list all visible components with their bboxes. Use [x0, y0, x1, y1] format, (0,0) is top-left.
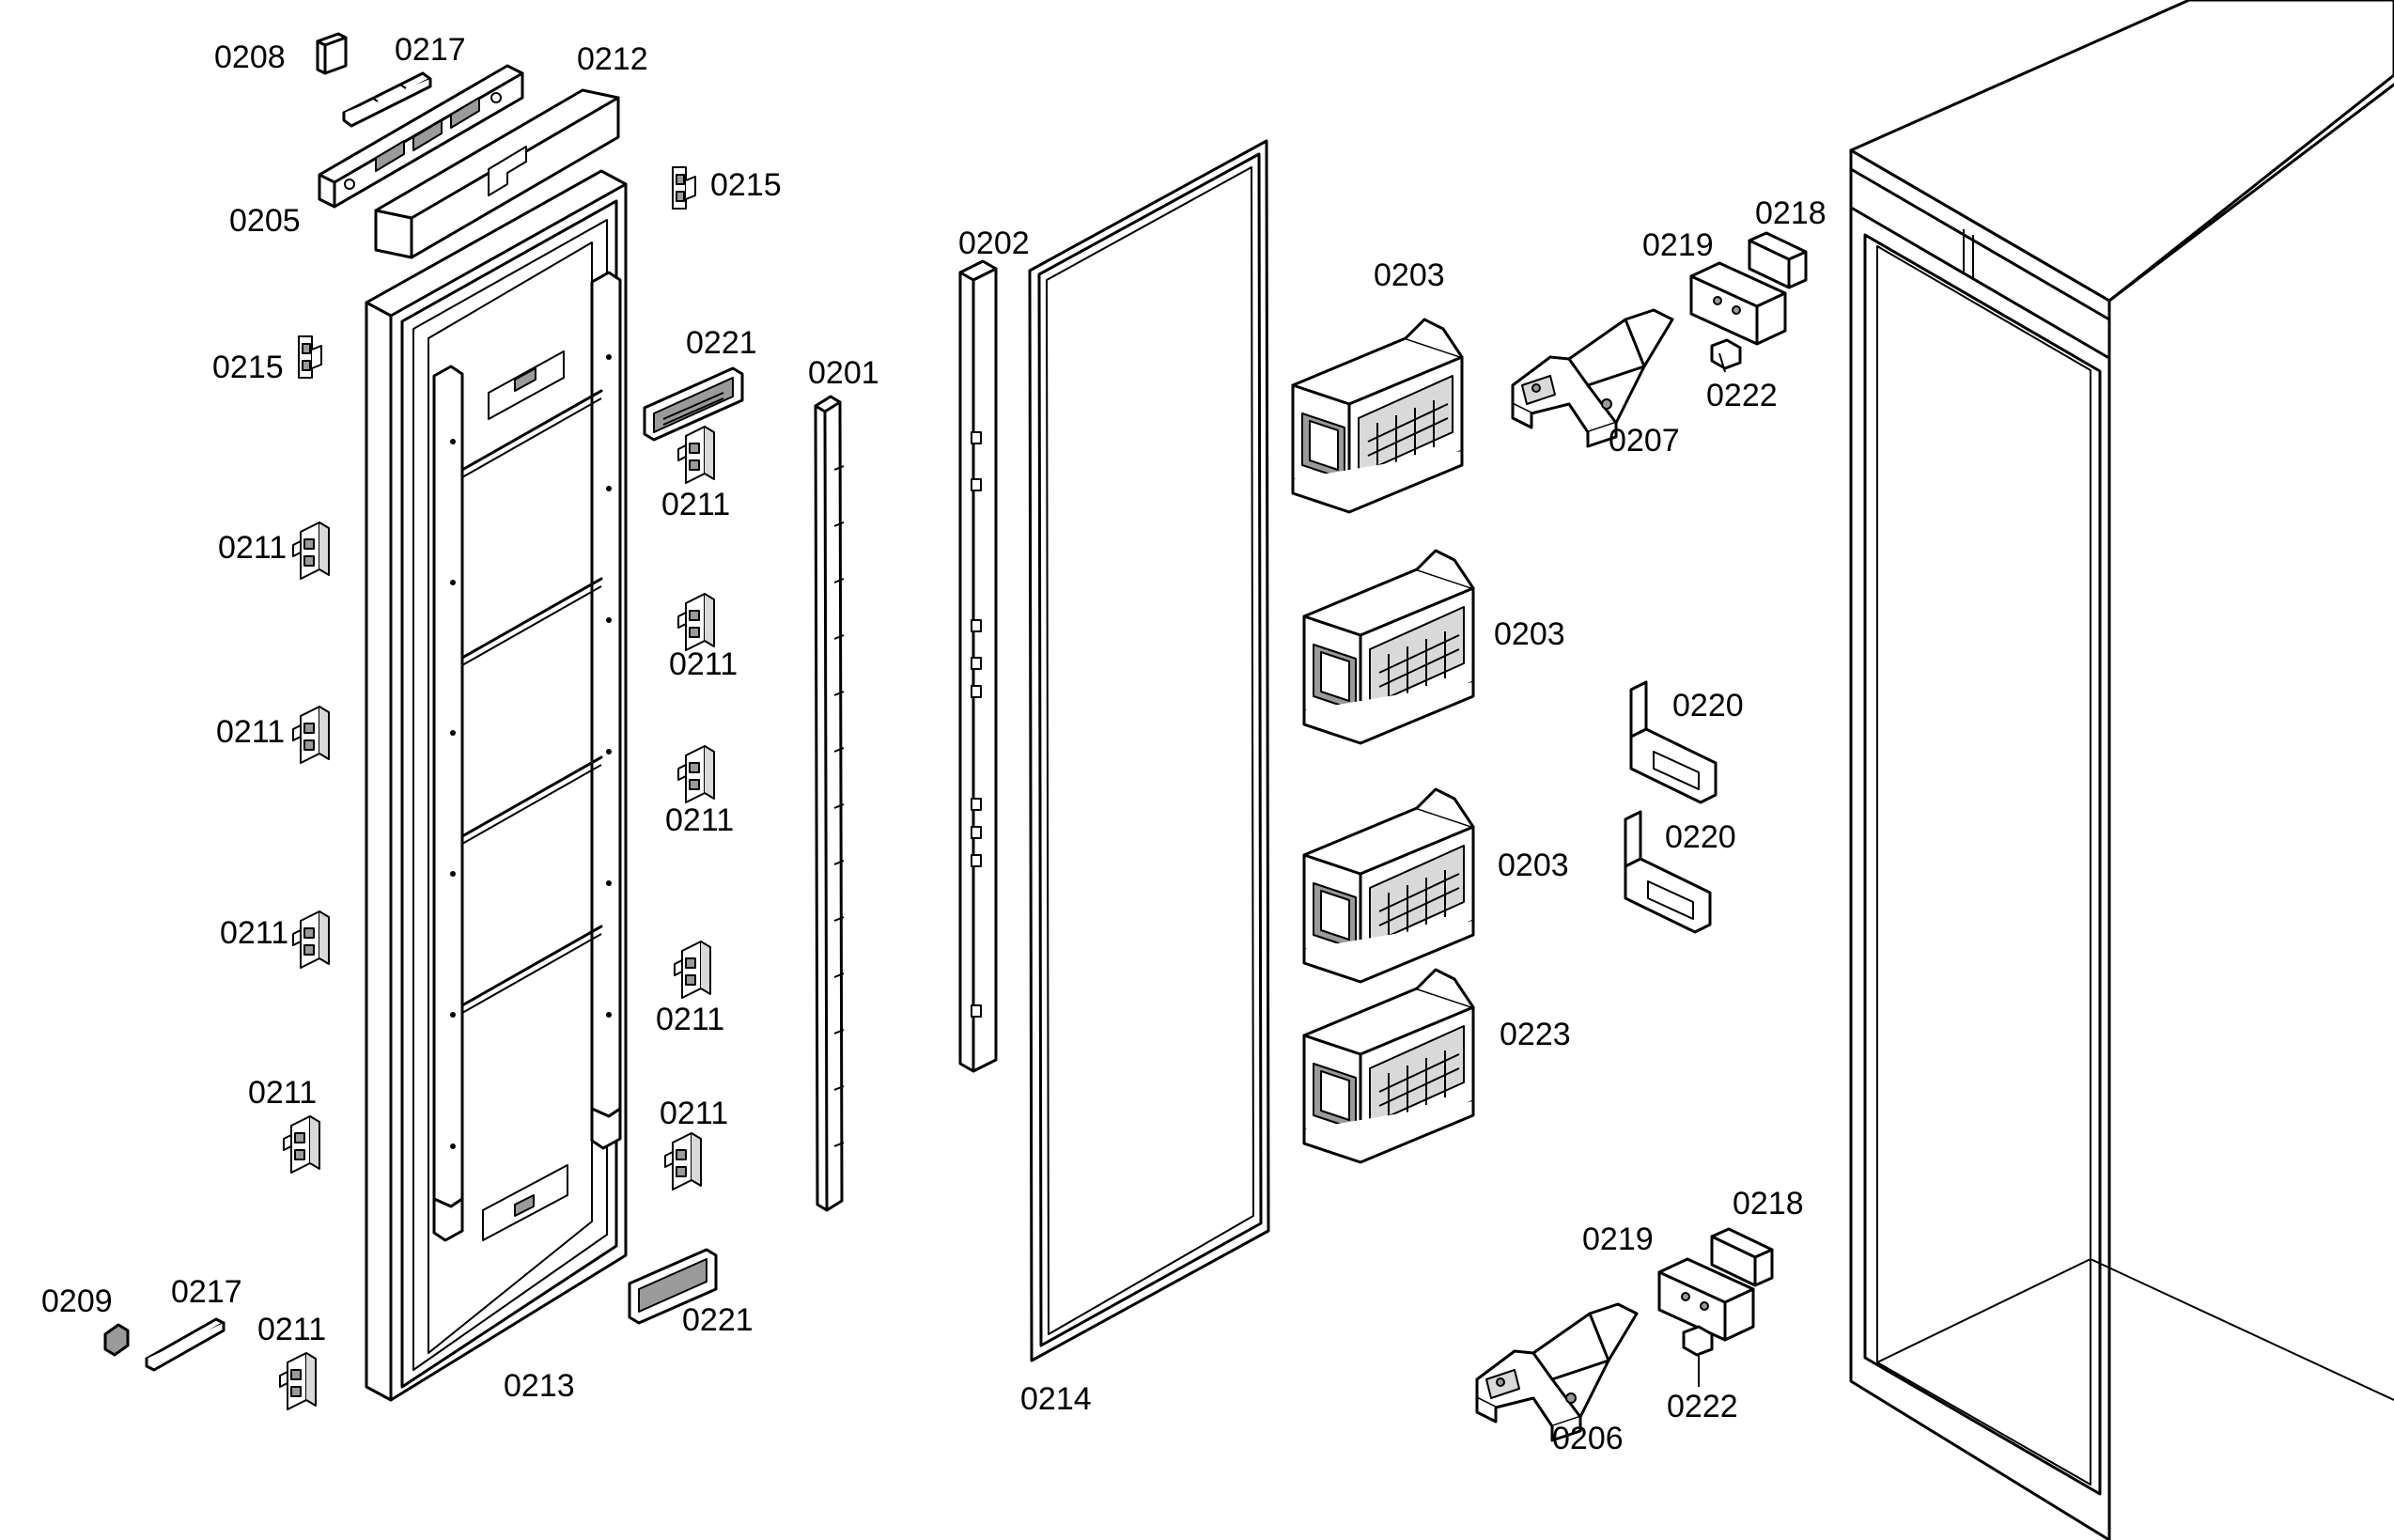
label-0220-1: 0220 [1672, 688, 1744, 723]
label-0222-top: 0222 [1706, 378, 1778, 413]
label-0211-r3: 0211 [665, 802, 734, 838]
part-0211-r5 [664, 1132, 702, 1190]
part-0217-top [342, 71, 432, 128]
label-0211-l2: 0211 [216, 714, 285, 750]
label-0214: 0214 [1020, 1381, 1092, 1417]
part-0203-basket-1 [1291, 318, 1464, 514]
label-0221-bottom: 0221 [682, 1302, 754, 1338]
label-0206: 0206 [1552, 1421, 1624, 1456]
part-0217-bottom [145, 1317, 225, 1372]
label-0211-l4: 0211 [248, 1075, 317, 1111]
part-0211-l5 [279, 1352, 317, 1410]
label-0218-top: 0218 [1755, 195, 1827, 231]
part-0211-r3 [677, 745, 715, 803]
part-0211-l4 [283, 1115, 320, 1174]
label-0219-bottom: 0219 [1582, 1221, 1654, 1257]
part-0223-basket [1302, 968, 1475, 1164]
label-0219-top: 0219 [1642, 227, 1714, 263]
part-0208 [316, 32, 348, 75]
label-0211-r2: 0211 [669, 646, 738, 682]
label-0211-l5: 0211 [257, 1312, 326, 1347]
part-0202 [958, 259, 998, 1073]
part-0222-bottom [1682, 1325, 1714, 1357]
part-0219-bottom [1657, 1257, 1755, 1342]
part-0221-top [643, 366, 744, 442]
part-0220-2 [1624, 810, 1712, 934]
label-0215-right: 0215 [710, 167, 782, 203]
part-0203-basket-3 [1302, 787, 1475, 984]
label-0213: 0213 [504, 1368, 575, 1404]
label-0208: 0208 [214, 39, 286, 75]
label-0220-2: 0220 [1665, 819, 1736, 855]
label-0203-2: 0203 [1494, 616, 1565, 652]
label-0211-l1: 0211 [218, 530, 287, 566]
part-0201 [814, 395, 845, 1212]
label-0215-left: 0215 [212, 350, 284, 385]
part-0218-top [1748, 231, 1808, 289]
label-0211-r4: 0211 [656, 1002, 724, 1037]
label-0212: 0212 [577, 41, 648, 77]
label-0203-1: 0203 [1374, 257, 1445, 293]
label-0223: 0223 [1500, 1017, 1571, 1052]
part-0211-l1 [292, 521, 330, 580]
part-0212 [374, 88, 620, 259]
part-0209 [103, 1323, 130, 1357]
part-0203-basket-2 [1302, 549, 1475, 745]
label-0205: 0205 [229, 203, 301, 239]
cabinet [1849, 0, 2394, 1540]
part-0222-top [1710, 338, 1742, 370]
label-0207: 0207 [1609, 423, 1680, 459]
part-0211-r4 [674, 941, 711, 999]
label-0209: 0209 [41, 1283, 113, 1319]
label-0218-bottom: 0218 [1733, 1186, 1804, 1221]
part-0211-l3 [292, 910, 330, 969]
part-0215-right [672, 166, 696, 210]
part-0211-r2 [677, 593, 715, 651]
label-0217-top: 0217 [395, 32, 466, 68]
label-0202: 0202 [958, 226, 1030, 261]
part-0205 [318, 64, 524, 209]
label-0211-r5: 0211 [660, 1096, 728, 1131]
part-0211-r1 [677, 426, 715, 484]
part-0221-bottom [628, 1248, 718, 1325]
part-0215-left [298, 335, 322, 379]
label-0211-r1: 0211 [661, 487, 730, 522]
label-0222-bottom: 0222 [1667, 1389, 1738, 1424]
part-0214 [1028, 139, 1270, 1362]
part-0218-bottom [1710, 1227, 1774, 1287]
part-0219-top [1689, 261, 1787, 346]
label-0211-l3: 0211 [220, 915, 288, 951]
label-0201: 0201 [808, 355, 879, 391]
label-0217-bottom: 0217 [171, 1274, 242, 1310]
part-0220-1 [1629, 680, 1718, 804]
label-0203-3: 0203 [1498, 848, 1569, 883]
part-0211-l2 [292, 706, 330, 764]
label-0221-top: 0221 [686, 325, 757, 361]
door-inner-liner [365, 169, 628, 1402]
